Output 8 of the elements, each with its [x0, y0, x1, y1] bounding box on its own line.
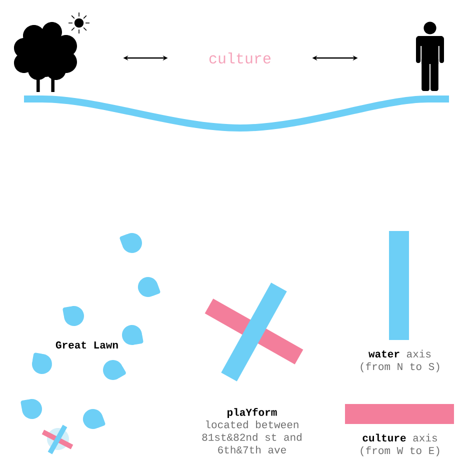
legend-text: culture axis (from W to E): [360, 434, 440, 456]
person-icon: [416, 22, 444, 91]
heading-text: plaYform: [228, 408, 277, 418]
place-label: Great Lawn: [56, 341, 118, 349]
note-text: located between 81st&82nd st and 6th&7th ave: [202, 420, 302, 454]
legend-text: water axis (from N to S): [360, 350, 440, 372]
tree-picture: [14, 22, 77, 92]
node-text: culture: [209, 52, 270, 64]
